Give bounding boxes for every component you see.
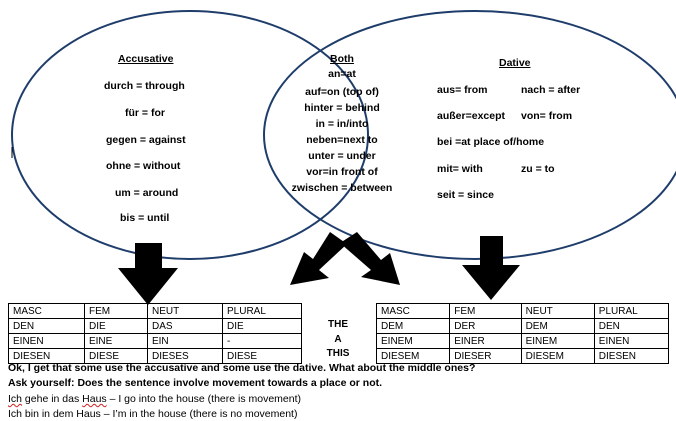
table-cell: DAS <box>146 318 223 334</box>
accusative-circle <box>11 10 369 260</box>
both-item: hinter = behind <box>304 102 380 114</box>
table-cell: EINEM <box>375 333 451 349</box>
middle-word-a: A <box>334 334 342 345</box>
table-cell: NEUT <box>520 303 595 319</box>
dative-item: seit = since <box>437 189 494 201</box>
both-item: vor=in front of <box>306 166 378 178</box>
table-cell: DIESE <box>221 348 303 364</box>
table-cell: DIESES <box>146 348 223 364</box>
both-item: an=at <box>328 68 356 80</box>
arrow-down-right-icon <box>462 236 520 300</box>
dative-item: zu = to <box>521 163 555 175</box>
table-cell: EINEN <box>8 333 85 349</box>
table-cell: DEN <box>593 318 670 334</box>
table-row: DIESEM DIESER DIESEM DIESEN <box>375 348 670 364</box>
table-cell: DIESEM <box>520 348 595 364</box>
table-cell: MASC <box>375 303 451 319</box>
accusative-article-table: MASC FEM NEUT PLURAL DEN DIE DAS DIE EIN… <box>8 303 303 364</box>
arrow-middle-left-icon <box>290 232 347 285</box>
both-item: in = in/into <box>315 118 369 130</box>
table-cell: FEM <box>83 303 148 319</box>
dative-heading: Dative <box>499 57 531 69</box>
accusative-item: für = for <box>125 107 165 119</box>
table-row: DEN DIE DAS DIE <box>8 318 303 334</box>
table-cell: DEN <box>8 318 85 334</box>
table-cell: EINEM <box>520 333 595 349</box>
both-heading: Both <box>330 53 354 65</box>
table-cell: EIN <box>146 333 223 349</box>
dative-item: aus= from <box>437 84 488 96</box>
table-row: MASC FEM NEUT PLURAL <box>8 303 303 319</box>
accusative-item: gegen = against <box>106 134 186 146</box>
table-cell: FEM <box>449 303 522 319</box>
both-item: unter = under <box>308 150 376 162</box>
arrow-down-left-icon <box>118 243 178 305</box>
table-cell: EINER <box>449 333 522 349</box>
accusative-item: ohne = without <box>106 160 181 172</box>
note-question: Ok, I get that some use the accusative a… <box>8 362 476 374</box>
table-cell: DIESEN <box>593 348 670 364</box>
accusative-item: um = around <box>115 187 179 199</box>
accusative-item: bis = until <box>120 212 170 224</box>
table-cell: DIE <box>83 318 148 334</box>
table-row: EINEN EINE EIN - <box>8 333 303 349</box>
note-example-no-movement: Ich bin in dem Haus – I’m in the house (… <box>8 408 298 420</box>
table-cell: - <box>221 333 303 349</box>
dative-item: von= from <box>521 110 573 122</box>
middle-word-the: THE <box>328 319 348 330</box>
table-cell: DEM <box>375 318 451 334</box>
table-cell: PLURAL <box>221 303 303 319</box>
middle-word-this: THIS <box>326 348 350 359</box>
spellcheck-word: Ich <box>8 393 23 405</box>
both-item: neben=next to <box>306 134 378 146</box>
table-cell: NEUT <box>146 303 223 319</box>
note-example-movement: Ich gehe in das Haus – I go into the hou… <box>8 392 301 406</box>
note-instruction: Ask yourself: Does the sentence involve … <box>8 377 383 389</box>
accusative-item: durch = through <box>104 80 185 92</box>
dative-item: mit= with <box>437 163 483 175</box>
table-cell: EINE <box>83 333 148 349</box>
spellcheck-word: Haus <box>82 393 107 405</box>
dative-circle <box>263 10 676 260</box>
table-cell: EINEN <box>593 333 670 349</box>
table-cell: MASC <box>8 303 85 319</box>
both-item: zwischen = between <box>291 182 393 194</box>
table-cell: DER <box>449 318 522 334</box>
table-row: MASC FEM NEUT PLURAL <box>375 303 670 319</box>
arrow-middle-right-icon <box>340 232 400 285</box>
note-text: – I go into the house (there is movement… <box>106 393 302 405</box>
dative-item: nach = after <box>521 84 581 96</box>
table-cell: DIESER <box>449 348 522 364</box>
table-cell: DIE <box>221 318 303 334</box>
note-text: gehe in das <box>22 393 83 405</box>
dative-item: bei =at place of/home <box>437 136 545 148</box>
table-cell: PLURAL <box>593 303 670 319</box>
table-row: DIESEN DIESE DIESES DIESE <box>8 348 303 364</box>
both-item: auf=on (top of) <box>305 86 379 98</box>
accusative-heading: Accusative <box>118 53 174 65</box>
table-row: DEM DER DEM DEN <box>375 318 670 334</box>
table-cell: DIESEM <box>375 348 451 364</box>
table-cell: DEM <box>520 318 595 334</box>
dative-article-table: MASC FEM NEUT PLURAL DEM DER DEM DEN EIN… <box>375 303 670 364</box>
table-row: EINEM EINER EINEM EINEN <box>375 333 670 349</box>
dative-item: außer=except <box>437 110 505 122</box>
